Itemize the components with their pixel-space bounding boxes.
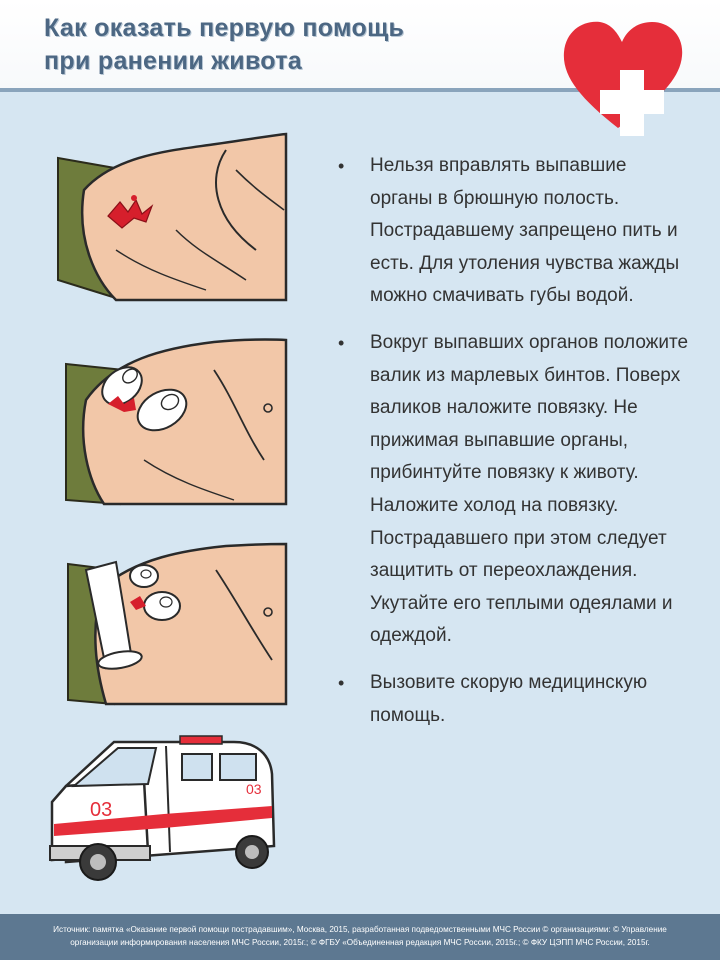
page-title-line2: при ранении живота — [44, 47, 302, 75]
bandage-rolls-illustration — [65, 338, 288, 506]
page-title-line1: Как оказать первую помощь — [44, 14, 405, 42]
heart-cross-logo-icon — [563, 21, 683, 136]
instructions-list: • Нельзя вправлять выпавшие органы в брю… — [334, 150, 694, 746]
header-divider — [0, 88, 720, 92]
bullet-icon: • — [338, 672, 345, 693]
ambulance-number-front: 03 — [90, 799, 112, 821]
instruction-text-3: Вызовите скорую медицинскую помощь. — [370, 671, 648, 726]
list-item: • Нельзя вправлять выпавшие органы в брю… — [334, 150, 694, 313]
source-footer: Источник: памятка «Оказание первой помощ… — [0, 914, 720, 960]
bullet-icon: • — [338, 332, 345, 353]
ambulance-number-side: 03 — [246, 781, 262, 797]
bandaged-abdomen-illustration — [67, 542, 288, 706]
ambulance-illustration: 03 03 — [49, 735, 276, 881]
bullet-icon: • — [338, 156, 345, 176]
instruction-text-1: Нельзя вправлять выпавшие органы в брюшн… — [370, 155, 680, 307]
footer-line-1: Источник: памятка «Оказание первой помощ… — [53, 925, 667, 934]
list-item: • Вокруг выпавших органов положите валик… — [334, 327, 694, 653]
wounded-abdomen-illustration — [57, 132, 288, 302]
instruction-text-2: Вокруг выпавших органов положите валик и… — [370, 331, 689, 647]
footer-line-2: организации информирования населения МЧС… — [70, 938, 650, 947]
list-item: • Вызовите скорую медицинскую помощь. — [334, 667, 694, 732]
